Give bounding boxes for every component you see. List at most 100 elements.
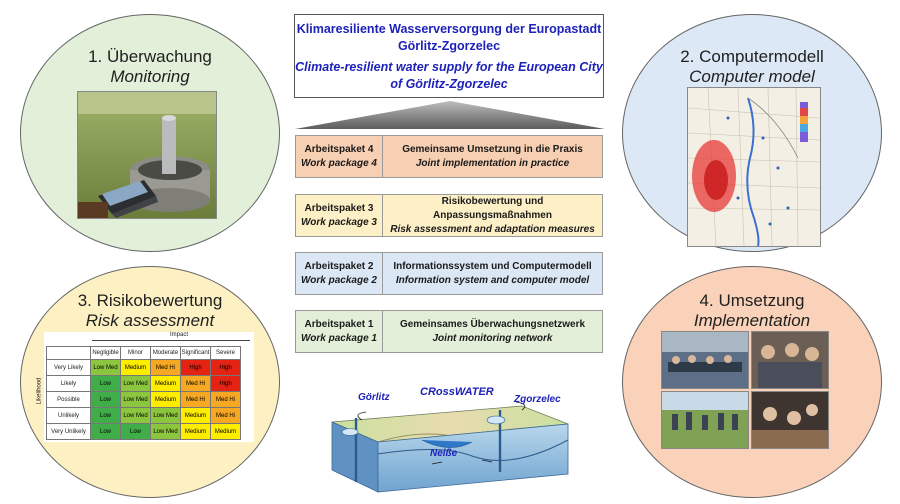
wp4-label-cell: Arbeitspaket 4 Work package 4 bbox=[296, 136, 383, 177]
monitoring-circle: 1. Überwachung Monitoring bbox=[20, 14, 280, 252]
work-package-1: Arbeitspaket 1 Work package 1 Gemeinsame… bbox=[295, 310, 603, 353]
wp2-label-de: Arbeitspaket 2 bbox=[304, 260, 374, 272]
impact-arrow bbox=[92, 340, 250, 341]
implementation-title: 4. Umsetzung bbox=[699, 291, 805, 310]
risk-cell: Low Med bbox=[150, 407, 181, 424]
risk-cell: Med Hi bbox=[210, 407, 241, 424]
model-subtitle: Computer model bbox=[689, 67, 815, 86]
photo-meeting-room bbox=[661, 331, 749, 389]
wp1-label-de: Arbeitspaket 1 bbox=[304, 318, 374, 330]
title-german: Klimaresiliente Wasserversorgung der Eur… bbox=[295, 21, 603, 55]
model-map-image bbox=[687, 87, 821, 247]
risk-cell: Low bbox=[90, 375, 121, 392]
model-circle: 2. Computermodell Computer model bbox=[622, 14, 882, 252]
wp2-title-cell: Informationssystem und Computermodell In… bbox=[383, 253, 602, 294]
risk-col-header: Moderate bbox=[150, 346, 181, 360]
risk-subtitle: Risk assessment bbox=[85, 311, 215, 330]
river-neisse-label: Neiße bbox=[430, 448, 458, 459]
risk-cell: Low Med bbox=[90, 359, 121, 376]
risk-cell: Low Med bbox=[120, 375, 151, 392]
wp4-title-cell: Gemeinsame Umsetzung in die Praxis Joint… bbox=[383, 136, 602, 177]
implementation-circle: 4. Umsetzung Implementation bbox=[622, 266, 882, 498]
risk-cell: Medium bbox=[120, 359, 151, 376]
wp4-label-en: Work package 4 bbox=[301, 157, 377, 169]
model-title: 2. Computermodell bbox=[680, 47, 824, 66]
photo-field-visit bbox=[661, 391, 749, 449]
work-package-2: Arbeitspaket 2 Work package 2 Informatio… bbox=[295, 252, 603, 295]
risk-row: Possible Low Low Med Medium Med Hi Med H… bbox=[46, 391, 241, 408]
risk-header-row: Negligible Minor Moderate Significant Se… bbox=[46, 346, 241, 360]
wp4-label-de: Arbeitspaket 4 bbox=[304, 143, 374, 155]
wp2-label-cell: Arbeitspaket 2 Work package 2 bbox=[296, 253, 383, 294]
risk-row-label: Unlikely bbox=[46, 407, 91, 424]
risk-cell: Low bbox=[90, 391, 121, 408]
wp1-title-de: Gemeinsames Überwachungsnetzwerk bbox=[399, 318, 586, 330]
risk-cell: Medium bbox=[180, 423, 211, 440]
wp3-title-en: Risk assessment and adaptation measures bbox=[390, 223, 595, 235]
risk-title: 3. Risikobewertung bbox=[77, 291, 223, 310]
risk-cell: Low bbox=[120, 423, 151, 440]
risk-cell: Low Med bbox=[150, 423, 181, 440]
risk-row: Very Likely Low Med Medium Med Hi High H… bbox=[46, 359, 241, 376]
wp1-title-cell: Gemeinsames Überwachungsnetzwerk Joint m… bbox=[383, 311, 602, 352]
risk-cell: Med Hi bbox=[180, 375, 211, 392]
risk-row-label: Likely bbox=[46, 375, 91, 392]
wp4-title-de: Gemeinsame Umsetzung in die Praxis bbox=[402, 143, 583, 155]
risk-col-header: Severe bbox=[210, 346, 241, 360]
wp2-label-en: Work package 2 bbox=[301, 274, 377, 286]
wp1-label-en: Work package 1 bbox=[301, 332, 377, 344]
likelihood-label: Likelihood bbox=[36, 377, 43, 405]
risk-cell: Medium bbox=[180, 407, 211, 424]
risk-cell: Med Hi bbox=[210, 391, 241, 408]
wp3-label-en: Work package 3 bbox=[301, 216, 377, 228]
wp3-label-cell: Arbeitspaket 3 Work package 3 bbox=[296, 195, 383, 236]
wp3-label-de: Arbeitspaket 3 bbox=[304, 202, 374, 214]
impact-label: Impact bbox=[170, 332, 189, 338]
risk-cell: High bbox=[210, 375, 241, 392]
risk-col-header: Significant bbox=[180, 346, 211, 360]
roof-triangle bbox=[295, 101, 605, 129]
work-package-3: Arbeitspaket 3 Work package 3 Risikobewe… bbox=[295, 194, 603, 237]
title-english-line2: of Görlitz-Zgorzelec bbox=[390, 77, 508, 91]
title-german-line1: Klimaresiliente Wasserversorgung der Eur… bbox=[296, 22, 602, 36]
risk-cell: Low Med bbox=[120, 407, 151, 424]
risk-cell: High bbox=[180, 359, 211, 376]
risk-matrix-table: Negligible Minor Moderate Significant Se… bbox=[46, 346, 241, 440]
risk-row: Likely Low Low Med Medium Med Hi High bbox=[46, 375, 241, 392]
work-package-4: Arbeitspaket 4 Work package 4 Gemeinsame… bbox=[295, 135, 603, 178]
risk-cell: Medium bbox=[150, 375, 181, 392]
title-german-line2: Görlitz-Zgorzelec bbox=[397, 39, 501, 53]
city-zgorzelec-label: Zgorzelec bbox=[514, 394, 561, 405]
risk-cell: Medium bbox=[150, 391, 181, 408]
wp2-title-en: Information system and computer model bbox=[395, 274, 590, 286]
wp3-title-cell: Risikobewertung und Anpassungsmaßnahmen … bbox=[383, 195, 602, 236]
risk-row-label: Very Unlikely bbox=[46, 423, 91, 440]
risk-corner-cell bbox=[46, 346, 91, 360]
risk-row-label: Very Likely bbox=[46, 359, 91, 376]
aquifer-block-illustration bbox=[331, 401, 569, 493]
wp4-title-en: Joint implementation in practice bbox=[415, 157, 570, 169]
project-title-box: Klimaresiliente Wasserversorgung der Eur… bbox=[294, 14, 604, 98]
risk-col-header: Minor bbox=[120, 346, 151, 360]
wp1-label-cell: Arbeitspaket 1 Work package 1 bbox=[296, 311, 383, 352]
risk-cell: Med Hi bbox=[150, 359, 181, 376]
city-goerlitz-label: Görlitz bbox=[358, 392, 390, 403]
monitoring-title: 1. Überwachung bbox=[88, 47, 212, 66]
implementation-subtitle: Implementation bbox=[693, 311, 811, 330]
risk-cell: Medium bbox=[210, 423, 241, 440]
risk-cell: High bbox=[210, 359, 241, 376]
photo-workshop-group bbox=[751, 331, 829, 389]
risk-cell: Med Hi bbox=[180, 391, 211, 408]
title-english-line1: Climate-resilient water supply for the E… bbox=[295, 60, 603, 74]
wp2-title-de: Informationssystem und Computermodell bbox=[393, 260, 592, 272]
photo-discussion bbox=[751, 391, 829, 449]
risk-cell: Low Med bbox=[120, 391, 151, 408]
crosswater-name: CRossWATER bbox=[420, 386, 494, 398]
risk-row: Unlikely Low Low Med Low Med Medium Med … bbox=[46, 407, 241, 424]
monitoring-well-photo bbox=[77, 91, 217, 219]
risk-cell: Low bbox=[90, 423, 121, 440]
risk-row-label: Possible bbox=[46, 391, 91, 408]
title-english: Climate-resilient water supply for the E… bbox=[295, 59, 603, 93]
risk-col-header: Negligible bbox=[90, 346, 121, 360]
wp1-title-en: Joint monitoring network bbox=[432, 332, 553, 344]
